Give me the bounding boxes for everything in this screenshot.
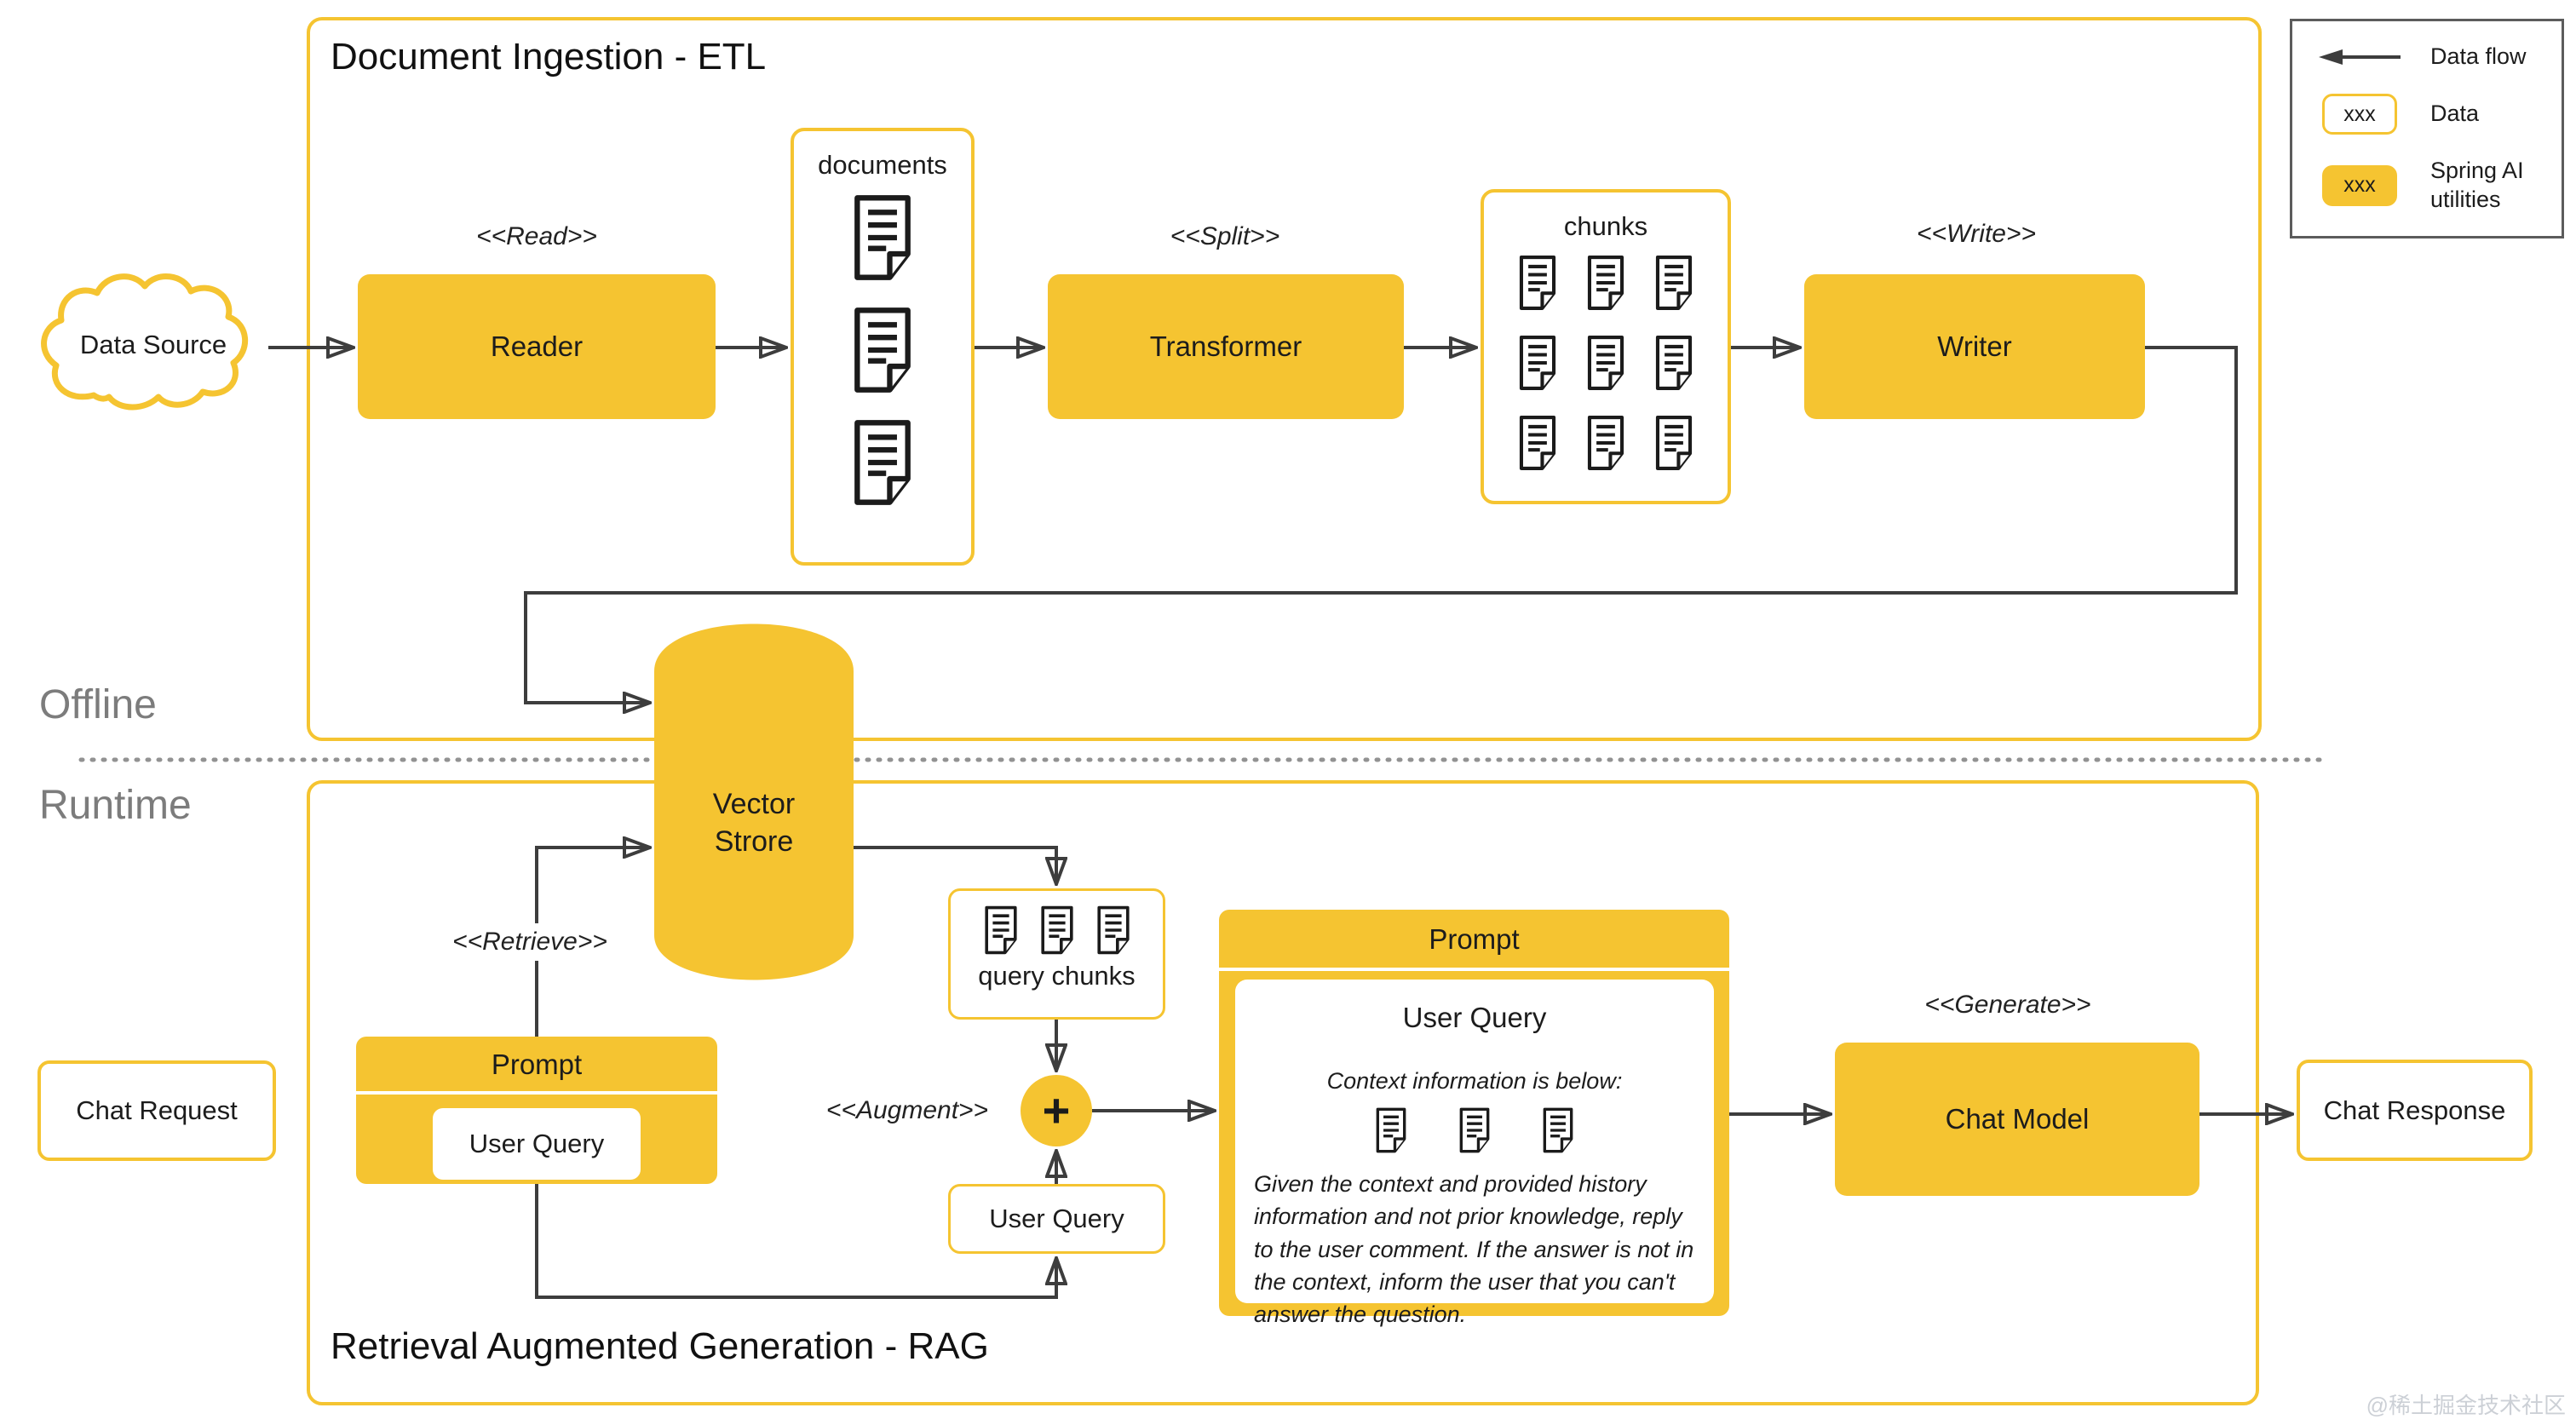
rag-container <box>307 780 2259 1405</box>
write-stereotype: <<Write>> <box>1916 220 2037 248</box>
document-icon <box>1040 905 1073 955</box>
chunks-label: chunks <box>1563 211 1648 241</box>
documents-label: documents <box>818 150 947 180</box>
query-chunks-box: query chunks <box>948 888 1165 1020</box>
document-icon <box>1655 336 1693 390</box>
query-chunks-icons <box>980 905 1135 956</box>
prompt-big-inner: User Query Context information is below:… <box>1235 980 1714 1327</box>
prompt-big-instruction: Given the context and provided history i… <box>1254 1171 1694 1328</box>
document-icon <box>854 195 911 280</box>
augment-plus-node: + <box>1021 1075 1092 1146</box>
data-source-cloud <box>41 273 248 411</box>
prompt-small-user-query: User Query <box>433 1108 641 1180</box>
legend-row-data-flow: Data flow <box>2309 43 2544 72</box>
data-source-label: Data Source <box>79 329 227 359</box>
document-icon <box>1519 336 1556 390</box>
chunks-icons <box>1514 254 1698 472</box>
augment-stereotype: <<Augment>> <box>825 1096 989 1124</box>
document-icon <box>1376 1107 1406 1153</box>
document-icon <box>1587 416 1624 470</box>
arrow-left-icon <box>2319 49 2401 66</box>
document-icon <box>1519 256 1556 310</box>
offline-zone-label: Offline <box>39 682 157 727</box>
legend-spring-label: Spring AI utilities <box>2430 158 2524 212</box>
prompt-big-title: Prompt <box>1429 923 1520 955</box>
rag-title: Retrieval Augmented Generation - RAG <box>331 1325 989 1367</box>
runtime-zone-label: Runtime <box>39 783 192 828</box>
document-icon <box>1096 905 1130 955</box>
prompt-big-context-icons <box>1371 1106 1578 1154</box>
query-chunks-label: query chunks <box>978 961 1136 991</box>
document-icon <box>1655 416 1693 470</box>
etl-title: Document Ingestion - ETL <box>331 36 767 78</box>
vector-store-label-line2: Strore <box>714 825 794 859</box>
document-icon <box>854 307 911 393</box>
user-query-node: User Query <box>948 1184 1165 1254</box>
document-icon <box>1543 1107 1573 1153</box>
chat-model-node: Chat Model <box>1835 1043 2199 1196</box>
chat-response-node: Chat Response <box>2297 1060 2533 1161</box>
watermark: @稀土掘金技术社区 <box>2366 1393 2566 1418</box>
document-icon <box>1587 256 1624 310</box>
document-icon <box>1655 256 1693 310</box>
etl-container <box>307 17 2262 741</box>
legend-row-spring: xxx Spring AI utilities <box>2309 157 2544 215</box>
legend-data-flow-label: Data flow <box>2430 43 2527 70</box>
writer-node: Writer <box>1804 274 2145 419</box>
prompt-big-context-heading: Context information is below: <box>1326 1068 1623 1094</box>
prompt-big-divider <box>1219 968 1729 971</box>
legend: Data flow xxx Data xxx Spring AI utiliti… <box>2290 19 2564 238</box>
legend-data-label: Data <box>2430 101 2480 127</box>
spring-box-sample: xxx <box>2322 164 2397 206</box>
documents-box: documents <box>791 128 975 566</box>
data-box-sample: xxx <box>2322 94 2397 135</box>
prompt-small-title: Prompt <box>491 1049 583 1080</box>
chunks-box: chunks <box>1481 189 1731 504</box>
document-icon <box>1519 416 1556 470</box>
vector-store-cylinder <box>654 623 854 980</box>
reader-node: Reader <box>358 274 716 419</box>
split-stereotype: <<Split>> <box>1170 222 1280 250</box>
document-icon <box>984 905 1017 955</box>
vector-store-label: Vector Strore <box>654 785 854 860</box>
prompt-big-user-query: User Query <box>1402 1002 1547 1033</box>
document-icon <box>1587 336 1624 390</box>
retrieve-stereotype: <<Retrieve>> <box>411 923 649 961</box>
documents-icons <box>846 192 919 508</box>
chat-request-node: Chat Request <box>37 1060 276 1161</box>
prompt-small-divider <box>356 1091 717 1095</box>
read-stereotype: <<Read>> <box>476 222 597 250</box>
generate-stereotype: <<Generate>> <box>1924 991 2091 1019</box>
legend-row-data: xxx Data <box>2309 94 2544 135</box>
transformer-node: Transformer <box>1048 274 1404 419</box>
prompt-small-node: Prompt User Query <box>356 1037 717 1184</box>
document-icon <box>1459 1107 1490 1153</box>
document-icon <box>854 420 911 505</box>
vector-store-label-line1: Vector <box>712 788 796 820</box>
